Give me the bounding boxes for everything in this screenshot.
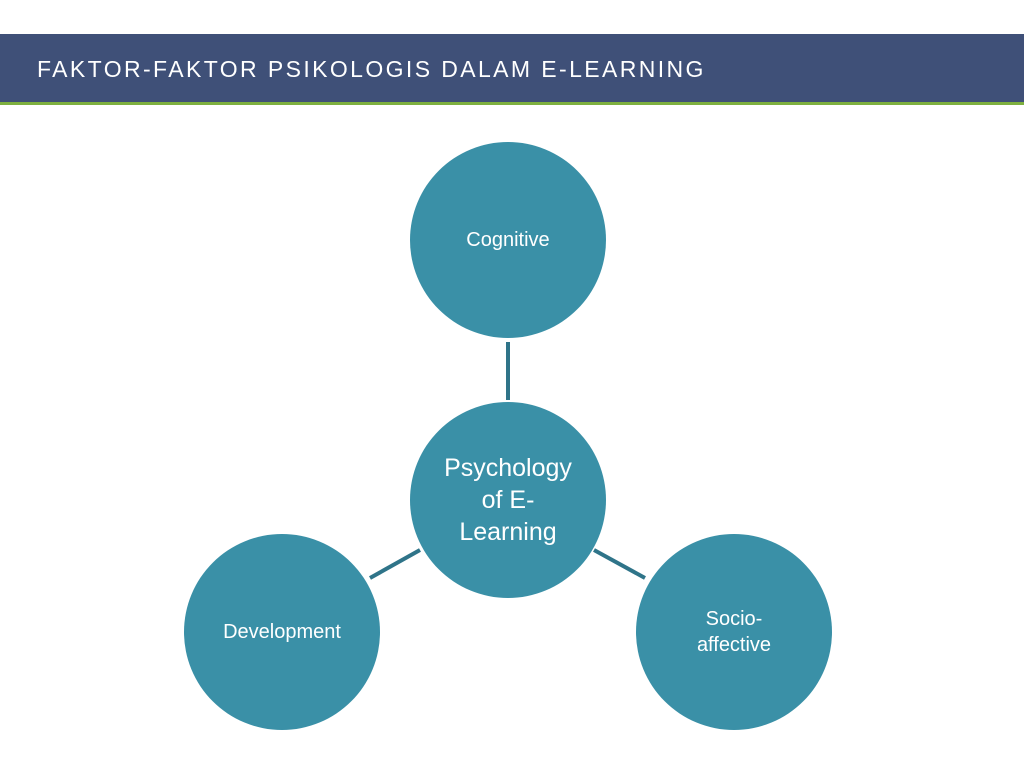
node-development-label: Development (223, 621, 341, 643)
node-socio-affective: Socio-affective (636, 534, 832, 730)
title-bar: FAKTOR-FAKTOR PSIKOLOGIS DALAM E-LEARNIN… (0, 34, 1024, 105)
node-cognitive-label: Cognitive (466, 229, 550, 251)
node-development: Development (184, 534, 380, 730)
node-cognitive: Cognitive (410, 142, 606, 338)
node-center-psychology-of-e-learning: Psychology of E-Learning (410, 402, 606, 598)
connector-center-to-socio-affective (593, 548, 646, 580)
slide-title: FAKTOR-FAKTOR PSIKOLOGIS DALAM E-LEARNIN… (37, 56, 706, 82)
node-center-label: Psychology of E-Learning (444, 454, 572, 546)
connector-center-to-development (369, 548, 421, 580)
node-socio-affective-label: Socio-affective (696, 608, 772, 656)
